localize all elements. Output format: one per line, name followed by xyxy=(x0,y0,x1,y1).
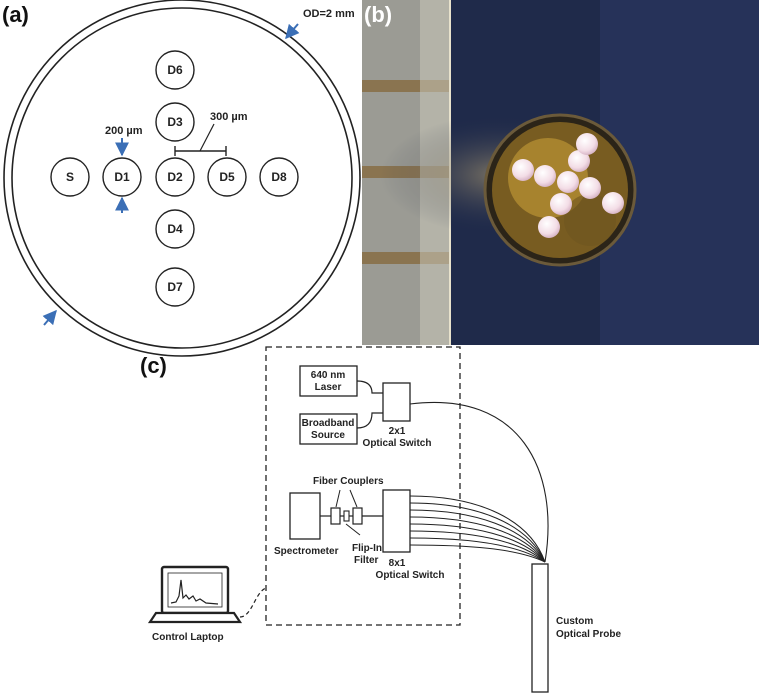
instrument-enclosure xyxy=(265,346,461,626)
laser-box: 640 nm Laser xyxy=(299,365,358,397)
svg-text:D1: D1 xyxy=(114,170,130,184)
panel-a: (a) OD=2 mm S D1 D2 D3 D4 D5 xyxy=(2,0,361,357)
od-label: OD=2 mm xyxy=(303,8,355,20)
flip-in-filter: Flip-In Filter xyxy=(343,510,382,566)
fiber-cores xyxy=(512,133,624,238)
fiber-D6: D6 xyxy=(155,50,195,90)
spacing-bracket xyxy=(174,123,227,156)
probe-outer-circle xyxy=(3,0,361,357)
svg-text:D5: D5 xyxy=(219,170,235,184)
detector-fiber-bundle xyxy=(409,495,546,563)
svg-text:D7: D7 xyxy=(167,280,183,294)
svg-text:Source: Source xyxy=(311,430,345,441)
svg-text:Spectrometer: Spectrometer xyxy=(274,546,339,557)
svg-text:2x1: 2x1 xyxy=(389,426,406,437)
panel-a-label: (a) xyxy=(2,2,29,27)
fiber-D7: D7 xyxy=(155,267,195,307)
panel-b-photo: (b) xyxy=(362,0,759,345)
fiber-D8: D8 xyxy=(259,157,299,197)
svg-text:Filter: Filter xyxy=(354,555,379,566)
od-arrow-top xyxy=(285,23,300,40)
fiber-D5: D5 xyxy=(207,157,247,197)
laptop-connection xyxy=(239,587,267,618)
svg-text:D2: D2 xyxy=(167,170,183,184)
core-diameter-label: 200 µm xyxy=(105,125,143,137)
panel-c: (c) 640 nm Laser Broadband Source 2x1 Op… xyxy=(140,346,621,693)
svg-text:D4: D4 xyxy=(167,222,183,236)
svg-text:Broadband: Broadband xyxy=(302,418,355,429)
spectrum-trace xyxy=(170,579,219,605)
probe-inner-circle xyxy=(11,7,353,349)
switch-2x1: 2x1 Optical Switch xyxy=(363,382,432,449)
svg-text:D3: D3 xyxy=(167,115,183,129)
svg-text:D8: D8 xyxy=(271,170,287,184)
svg-text:D6: D6 xyxy=(167,63,183,77)
fiber-D3: D3 xyxy=(155,102,195,142)
svg-text:Optical Switch: Optical Switch xyxy=(376,570,445,581)
panel-b-label: (b) xyxy=(364,2,392,27)
fiber-S: S xyxy=(50,157,90,197)
control-laptop: Control Laptop xyxy=(147,565,243,643)
svg-text:S: S xyxy=(66,170,74,184)
laser-to-switch-line xyxy=(356,380,383,394)
svg-text:Laser: Laser xyxy=(315,382,342,393)
fiber-couplers-label: Fiber Couplers xyxy=(313,476,384,487)
svg-text:Control Laptop: Control Laptop xyxy=(152,632,224,643)
broadband-source-box: Broadband Source xyxy=(299,413,358,445)
broadband-to-switch-line xyxy=(356,412,383,429)
fiber-D1: D1 xyxy=(102,157,142,197)
fiber-D4: D4 xyxy=(155,209,195,249)
od-arrow-bottom xyxy=(42,309,57,326)
fiber-D2: D2 xyxy=(155,157,195,197)
laptop-base xyxy=(147,611,243,624)
switch-8x1: 8x1 Optical Switch xyxy=(376,489,445,581)
svg-text:Optical Probe: Optical Probe xyxy=(556,629,621,640)
source-fiber xyxy=(409,401,549,563)
fiber-coupler-left xyxy=(330,507,341,525)
spectrometer-box: Spectrometer xyxy=(274,492,339,557)
svg-text:8x1: 8x1 xyxy=(389,558,406,569)
panel-c-label: (c) xyxy=(140,353,167,378)
custom-optical-probe: Custom Optical Probe xyxy=(531,563,621,693)
svg-text:Optical Switch: Optical Switch xyxy=(363,438,432,449)
svg-text:Flip-In: Flip-In xyxy=(352,543,382,554)
fiber-coupler-right xyxy=(352,507,363,525)
spacing-label: 300 µm xyxy=(210,111,248,123)
svg-text:640 nm: 640 nm xyxy=(311,370,346,381)
svg-text:Custom: Custom xyxy=(556,616,593,627)
